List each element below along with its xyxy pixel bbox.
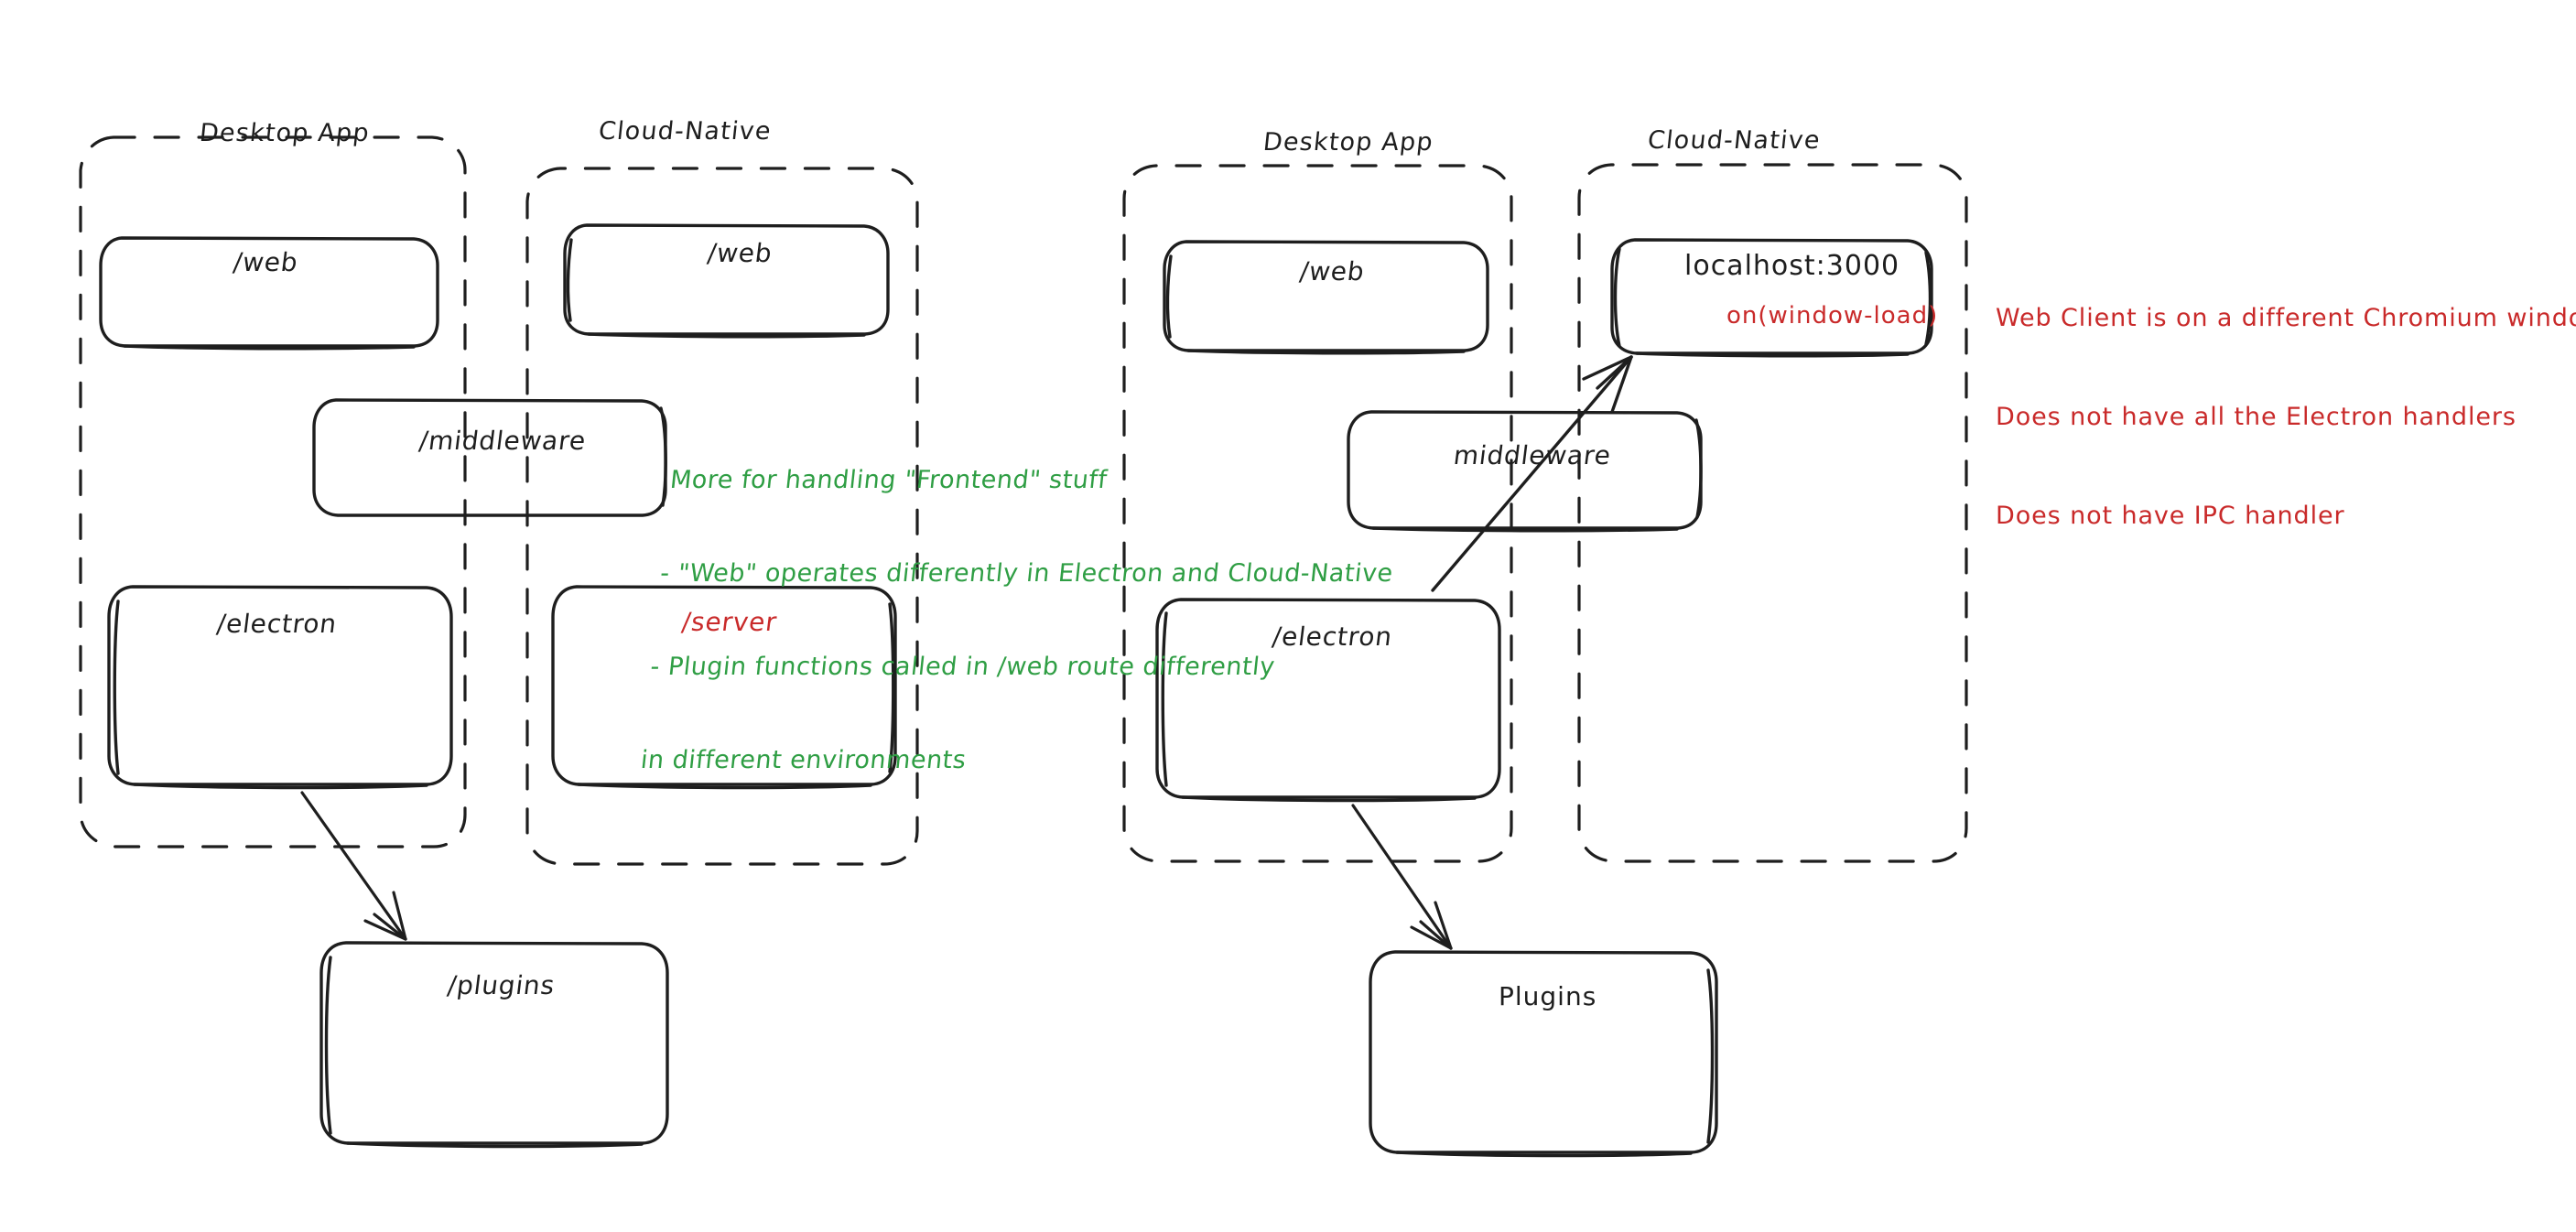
- box-label-middleware-right: middleware: [1451, 440, 1613, 470]
- box-label-localhost-right: localhost:3000: [1684, 250, 1900, 282]
- box-label-plugins-left: /plugins: [445, 970, 557, 1000]
- note-green-line-4: in different environments: [639, 746, 968, 774]
- box-label-web-cloud-left: /web: [705, 238, 774, 268]
- box-label-electron-right: /electron: [1270, 621, 1395, 652]
- box-label-electron-left: /electron: [214, 609, 340, 639]
- box-web-desktop-left: [99, 236, 439, 351]
- arrow-electron-to-plugins-right: [1351, 804, 1453, 950]
- box-label-web-desktop-right: /web: [1297, 256, 1367, 286]
- note-web-client-red: Web Client is on a different Chromium wi…: [1996, 236, 2576, 599]
- box-label-plugins-right: Plugins: [1499, 981, 1597, 1011]
- group-title-desktop-app-left: Desktop App: [198, 119, 372, 147]
- note-green-line-2: - "Web" operates differently in Electron…: [658, 559, 1395, 588]
- box-label-middleware-left: /middleware: [417, 426, 589, 456]
- box-server-left: [551, 585, 897, 790]
- note-frontend-green: More for handling "Frontend" stuff - "We…: [633, 403, 1411, 838]
- group-title-cloud-native-right: Cloud-Native: [1646, 126, 1823, 155]
- group-container-desktop-app-right: [1122, 164, 1513, 863]
- group-container-cloud-native-left: [525, 167, 919, 866]
- arrow-electron-to-plugins-left: [300, 791, 407, 941]
- box-middleware-right: [1347, 410, 1703, 533]
- note-green-line-1: More for handling "Frontend" stuff: [668, 466, 1109, 494]
- box-sublabel-on-window-load: on(window-load): [1726, 302, 1939, 330]
- note-green-line-3: - Plugin functions called in /web route …: [649, 653, 1277, 681]
- box-localhost-right: [1610, 238, 1933, 358]
- box-web-cloud-left: [563, 223, 890, 339]
- note-red-line-2: Does not have all the Electron handlers: [1996, 403, 2516, 431]
- group-title-desktop-app-right: Desktop App: [1261, 128, 1435, 157]
- box-electron-right: [1155, 598, 1501, 803]
- box-web-desktop-right: [1163, 240, 1489, 355]
- arrow-electron-to-localhost-right: [1431, 355, 1633, 592]
- box-plugins-left: [319, 941, 669, 1149]
- box-plugins-right: [1369, 950, 1718, 1158]
- group-title-cloud-native-left: Cloud-Native: [597, 117, 774, 146]
- group-container-desktop-app-left: [79, 135, 467, 848]
- note-red-line-1: Web Client is on a different Chromium wi…: [1996, 304, 2576, 332]
- note-red-line-3: Does not have IPC handler: [1996, 502, 2345, 530]
- box-label-web-desktop-left: /web: [231, 247, 300, 277]
- group-container-cloud-native-right: [1577, 163, 1968, 863]
- box-middleware-left: [312, 398, 667, 517]
- box-electron-left: [107, 585, 453, 790]
